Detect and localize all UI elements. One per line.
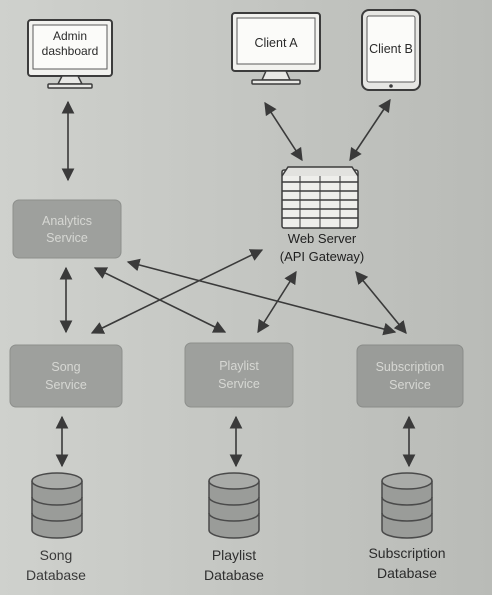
subscription-database-label-line-2: Database (377, 565, 437, 581)
analytics-service-label-line-1: Analytics (42, 214, 92, 228)
subscription-service-label-line-1: Subscription (376, 360, 445, 374)
arrow-webserver-song (90, 249, 264, 334)
playlist-service-label-line-1: Playlist (219, 359, 259, 373)
subscription-database-label-line-1: Subscription (368, 545, 445, 561)
client-a-node: Client A (231, 12, 321, 85)
tablet-icon (361, 9, 421, 91)
playlist-service-label-line-2: Service (218, 377, 260, 391)
subscription-service-label-line-2: Service (389, 378, 431, 392)
subscription-database-node: Subscription Database (368, 472, 446, 581)
arrow-client-a-webserver (264, 101, 303, 162)
database-cylinder-icon (208, 472, 260, 539)
database-cylinder-icon (31, 472, 83, 539)
song-service-box: Song Service (9, 344, 123, 408)
analytics-service-box: Analytics Service (12, 199, 122, 259)
subscription-service-box: Subscription Service (356, 344, 464, 408)
admin-dashboard-node: Admin dashboard (27, 19, 113, 89)
playlist-database-label-line-1: Playlist (212, 547, 256, 563)
web-server-label-line-1: Web Server (288, 231, 357, 246)
admin-label-line-2: dashboard (42, 44, 99, 58)
song-database-node: Song Database (26, 472, 86, 583)
playlist-service-box: Playlist Service (184, 342, 294, 408)
song-service-label-line-2: Service (45, 378, 87, 392)
monitor-icon (27, 19, 113, 89)
song-service-label-line-1: Song (51, 360, 80, 374)
client-a-label: Client A (254, 36, 298, 50)
analytics-service-label-line-2: Service (46, 231, 88, 245)
web-server-node: Web Server (API Gateway) (280, 166, 365, 264)
playlist-database-node: Playlist Database (204, 472, 264, 583)
song-database-label-line-1: Song (40, 547, 73, 563)
server-rack-icon (281, 166, 359, 229)
web-server-label-line-2: (API Gateway) (280, 249, 365, 264)
monitor-icon (231, 12, 321, 85)
database-cylinder-icon (381, 472, 433, 539)
arrow-webserver-subscription (355, 271, 407, 334)
admin-label-line-1: Admin (53, 29, 87, 43)
arrow-client-b-webserver (349, 98, 391, 162)
client-b-label: Client B (369, 42, 413, 56)
playlist-database-label-line-2: Database (204, 567, 264, 583)
song-database-label-line-2: Database (26, 567, 86, 583)
client-b-node: Client B (361, 9, 421, 91)
arrow-webserver-playlist (257, 270, 297, 334)
